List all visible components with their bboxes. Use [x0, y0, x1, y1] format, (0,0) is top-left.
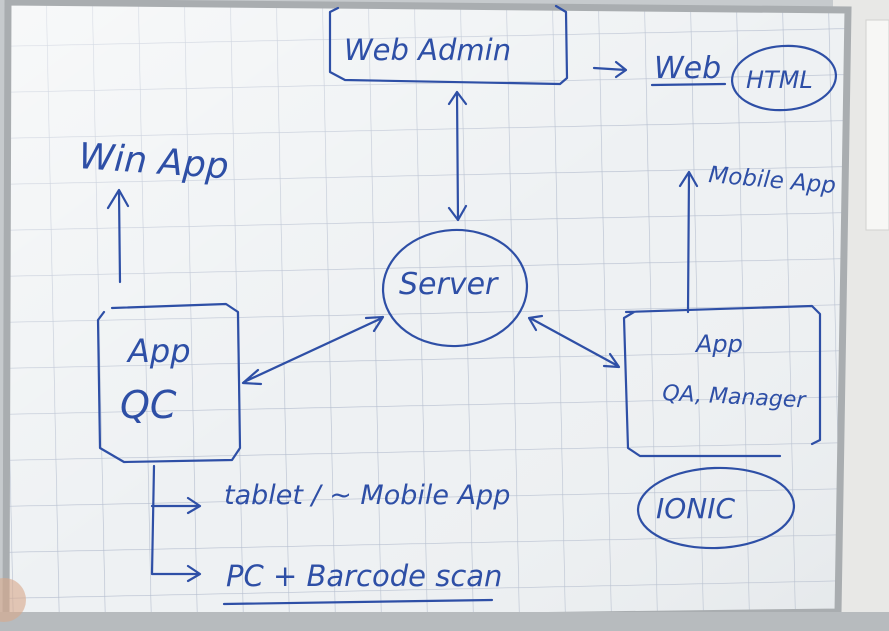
- wall-paper: [865, 19, 889, 231]
- ionic-label: IONIC: [656, 492, 736, 525]
- app-qc-box: [96, 302, 242, 464]
- web-label: Web: [654, 51, 721, 86]
- server-label: Server: [399, 267, 499, 302]
- app-qc-label-line2: QC: [120, 383, 177, 427]
- arrow-webadmin-to-web: [592, 60, 628, 79]
- board-glare: [6, 2, 848, 622]
- web-admin-box: [328, 4, 569, 86]
- ionic-ellipse: [636, 466, 796, 550]
- pc-label: PC + Barcode scan: [226, 559, 502, 593]
- arrow-to-winapp: [106, 188, 130, 284]
- pc-underline: [222, 598, 494, 606]
- server-ellipse: [381, 228, 529, 348]
- marker-tray: [0, 612, 889, 631]
- html-ellipse: [730, 44, 838, 112]
- arrow-to-mobileapp: [678, 170, 699, 314]
- arrow-webadmin-server: [447, 90, 468, 222]
- hand-blur: [0, 578, 26, 622]
- web-underline: [650, 82, 727, 87]
- app-qc-label-line1: App: [126, 332, 191, 370]
- tablet-label: tablet / ~ Mobile App: [224, 480, 510, 511]
- arrow-qc-server: [241, 315, 385, 386]
- app-qa-box: [622, 304, 822, 458]
- arrow-server-qa: [527, 314, 621, 369]
- html-label: HTML: [746, 66, 813, 94]
- web-admin-label: Web Admin: [344, 33, 511, 67]
- app-qa-label-line1: App: [694, 330, 743, 358]
- qc-device-bracket: [150, 464, 202, 583]
